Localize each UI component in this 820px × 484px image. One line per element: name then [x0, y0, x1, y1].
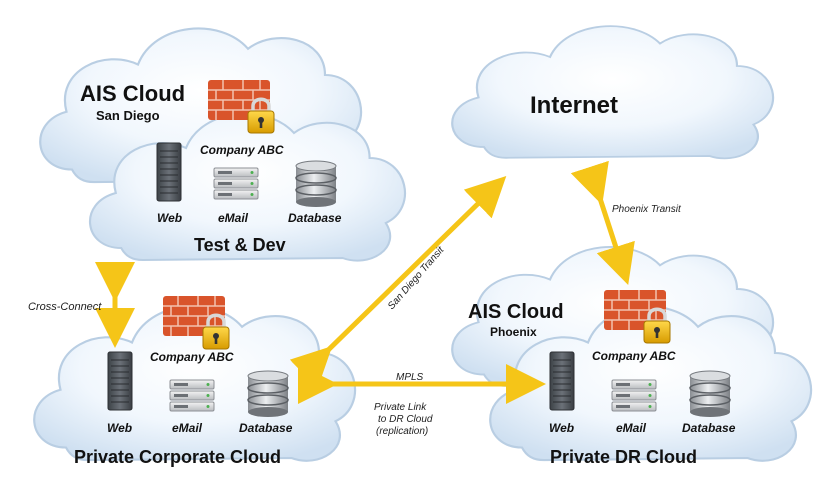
corporate-web-label: Web: [107, 421, 132, 435]
test-dev-firewall-label: Company ABC: [200, 143, 284, 157]
corporate-firewall-label: Company ABC: [150, 350, 234, 364]
cross-connect-label: Cross-Connect: [28, 301, 102, 313]
dr-web-label: Web: [549, 421, 574, 435]
corporate-database-label: Database: [239, 421, 293, 435]
test-dev-email-label: eMail: [218, 211, 249, 225]
server-tower-icon: [549, 351, 575, 411]
internet-title: Internet: [530, 92, 618, 119]
server-tower-icon: [156, 142, 182, 202]
database-icon: [247, 370, 289, 418]
ais-sd-subtitle: San Diego: [96, 108, 160, 123]
phoenix-transit-arrow: [570, 160, 635, 286]
ais-phx-title: AIS Cloud: [468, 301, 564, 323]
private-link-label-line1: Private Link: [374, 402, 427, 413]
database-icon: [689, 370, 731, 418]
corporate-title: Private Corporate Cloud: [74, 447, 281, 467]
phoenix-transit-label: Phoenix Transit: [612, 204, 682, 215]
test-dev-database-label: Database: [288, 211, 342, 225]
dr-database-label: Database: [682, 421, 736, 435]
database-icon: [295, 160, 337, 208]
dr-title: Private DR Cloud: [550, 447, 697, 467]
rack-server-icon: [169, 379, 215, 412]
san-diego-transit-arrow: [289, 176, 507, 389]
test-dev-title: Test & Dev: [194, 235, 286, 255]
private-link-label-line3: (replication): [376, 426, 428, 437]
link-arrows: [95, 160, 635, 404]
san-diego-transit-label: San Diego Transit: [386, 244, 447, 312]
ais-sd-title: AIS Cloud: [80, 81, 185, 106]
mpls-label: MPLS: [396, 372, 424, 383]
dr-firewall-label: Company ABC: [592, 349, 676, 363]
corporate-email-label: eMail: [172, 421, 203, 435]
private-link-label-line2: to DR Cloud: [378, 414, 433, 425]
rack-server-icon: [213, 167, 259, 200]
server-tower-icon: [107, 351, 133, 411]
rack-server-icon: [611, 379, 657, 412]
ais-phx-subtitle: Phoenix: [490, 325, 537, 339]
test-dev-web-label: Web: [157, 211, 182, 225]
dr-email-label: eMail: [616, 421, 647, 435]
